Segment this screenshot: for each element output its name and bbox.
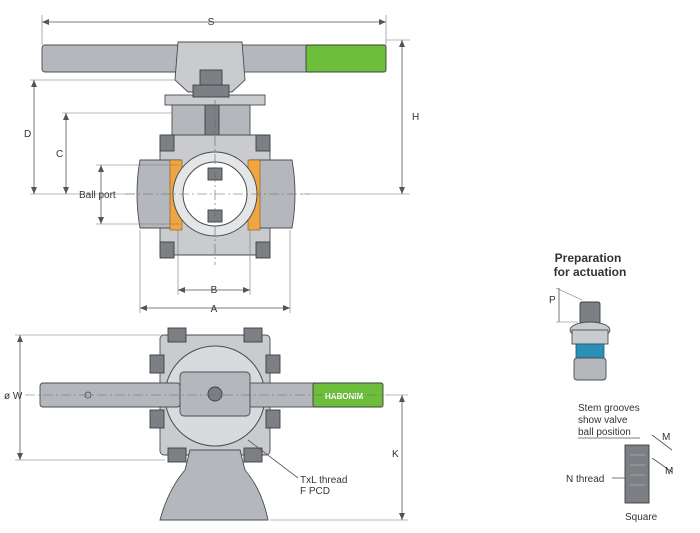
left-end-connection — [136, 159, 181, 229]
body-bolts — [159, 134, 271, 259]
dim-label-s: S — [208, 17, 215, 28]
square-stem — [624, 444, 650, 504]
stem-nut — [192, 84, 230, 98]
txl-thread-label: TxL thread — [300, 475, 347, 486]
ball-port-label: Ball port — [79, 190, 116, 201]
side-elevation-view — [41, 41, 387, 265]
plan-stem-circle — [207, 386, 223, 402]
dim-label-d: D — [24, 129, 31, 140]
dimension-lines-plan — [15, 334, 408, 521]
dim-label-w: ø W — [4, 391, 23, 402]
stem-base — [573, 357, 607, 381]
handle-bar-right — [237, 44, 309, 73]
stem-grooves-line3: ball position — [578, 427, 631, 438]
handle-grip — [305, 44, 387, 73]
square-label: Square — [625, 512, 658, 523]
prep-title-line2: for actuation — [554, 265, 627, 279]
stem-grooves-line2: show valve — [578, 415, 628, 426]
base-foot — [159, 449, 269, 521]
dim-label-p: P — [549, 295, 556, 306]
stem-body — [571, 329, 609, 345]
dim-label-a: A — [211, 304, 218, 315]
handle-bar — [41, 44, 183, 73]
dim-label-h: H — [412, 112, 419, 123]
dim-label-b: B — [211, 285, 218, 296]
actuation-detail: Preparation for actuation P Stem grooves… — [549, 251, 673, 523]
dim-label-c: C — [56, 149, 63, 160]
prep-title-line1: Preparation — [555, 251, 622, 265]
f-pcd-label: F PCD — [300, 486, 330, 497]
stem-grooves-line1: Stem grooves — [578, 403, 640, 414]
n-thread-label: N thread — [566, 474, 604, 485]
dim-label-k: K — [392, 449, 399, 460]
dim-label-m2: M — [665, 466, 673, 477]
stem-square-top — [579, 301, 601, 325]
plan-view: HABONIM — [25, 327, 390, 521]
plan-bolts — [149, 327, 281, 463]
handle-brand-text: HABONIM — [325, 392, 364, 401]
dim-label-m1: M — [662, 432, 670, 443]
dimension-lines-top — [30, 15, 410, 313]
